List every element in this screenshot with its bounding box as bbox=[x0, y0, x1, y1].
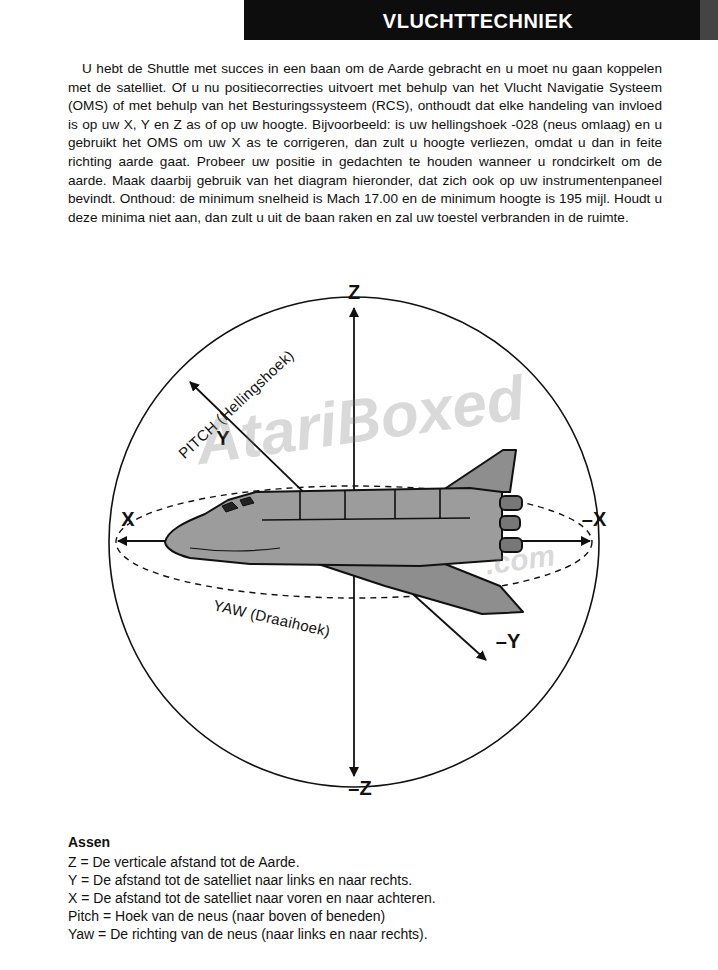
legend-heading: Assen bbox=[68, 834, 110, 850]
legend-line: Z = De verticale afstand tot de Aarde. bbox=[68, 854, 300, 870]
axis-label: –X bbox=[582, 508, 606, 531]
watermark: AtariBoxed bbox=[191, 362, 528, 478]
legend-line: Y = De afstand tot de satelliet naar lin… bbox=[68, 872, 412, 888]
z-axis bbox=[353, 542, 355, 776]
legend-line: X = De afstand tot de satelliet naar vor… bbox=[68, 890, 436, 906]
axis-label: YAW (Draaihoek) bbox=[212, 596, 332, 639]
axis-label: –Z bbox=[348, 777, 371, 800]
legend-line: Yaw = De richting van de neus (naar link… bbox=[68, 926, 428, 942]
axis-label: X bbox=[121, 508, 134, 531]
rotation-sphere bbox=[109, 297, 599, 787]
legend-line: Pitch = Hoek van de neus (naar boven of … bbox=[68, 908, 385, 924]
axis-label: –Y bbox=[496, 630, 520, 653]
axis-label: Z bbox=[348, 281, 360, 304]
page-title: VLUCHTTECHNIEK bbox=[383, 10, 573, 33]
header-bar-edge bbox=[700, 0, 718, 40]
body-text: U hebt de Shuttle met succes in een baan… bbox=[68, 60, 662, 227]
header-bar bbox=[244, 0, 718, 40]
